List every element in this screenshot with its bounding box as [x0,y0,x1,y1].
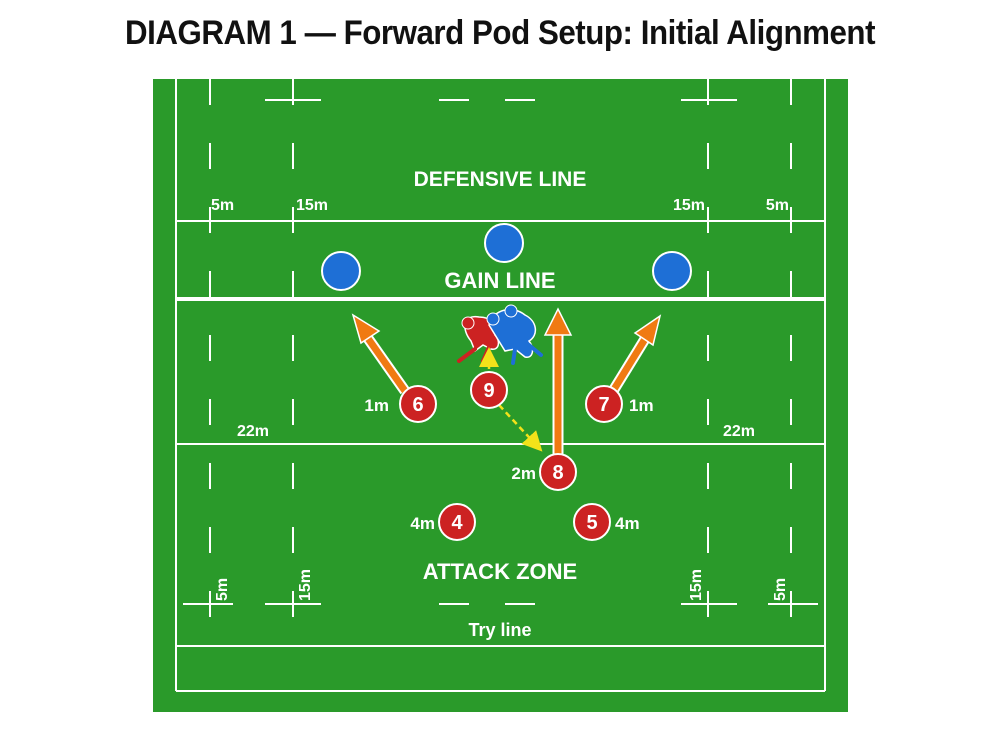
player-8: 8 2m [511,453,577,491]
defender-left [321,251,361,291]
pass-arrows [479,347,543,452]
defensive-line-label: DEFENSIVE LINE [414,168,587,191]
top-5m-left-label: 5m [211,197,234,214]
player-5: 5 4m [573,503,640,541]
defenders [321,223,692,291]
player-7-number: 7 [598,394,609,416]
player-6-distance: 1m [364,396,389,415]
player-4-number: 4 [451,512,463,534]
top-5m-right-label: 5m [766,197,789,214]
player-9-number: 9 [483,380,494,402]
pitch-markings [175,79,826,692]
arrow-7-run [608,314,662,394]
player-4-distance: 4m [410,514,435,533]
run-arrows [351,307,662,457]
player-6-number: 6 [412,394,423,416]
arrow-8-run [543,307,573,457]
player-9: 9 [470,371,508,409]
diagram-title: DIAGRAM 1 — Forward Pod Setup: Initial A… [124,14,876,52]
gain-line-label: GAIN LINE [444,268,555,293]
defender-center [484,223,524,263]
player-8-number: 8 [552,462,563,484]
attack-zone-label: ATTACK ZONE [423,559,577,584]
top-15m-right-label: 15m [673,197,705,214]
defender-right [652,251,692,291]
rugby-pitch: DEFENSIVE LINE GAIN LINE ATTACK ZONE Try… [153,79,848,712]
top-15m-left-label: 15m [296,197,328,214]
bottom-15m-left-label: 15m [297,569,314,601]
player-7: 7 1m [585,385,654,423]
player-7-distance: 1m [629,396,654,415]
22m-right-label: 22m [723,423,755,440]
player-5-number: 5 [586,512,597,534]
player-8-distance: 2m [511,464,536,483]
bottom-5m-left-label: 5m [214,578,231,601]
22m-left-label: 22m [237,423,269,440]
player-5-distance: 4m [615,514,640,533]
player-6: 6 1m [364,385,437,423]
arrow-6-run [351,313,410,395]
try-line-label: Try line [468,620,531,640]
bottom-15m-right-label: 15m [688,569,705,601]
player-4: 4 4m [410,503,476,541]
ruck-icon [457,304,543,365]
bottom-5m-right-label: 5m [772,578,789,601]
